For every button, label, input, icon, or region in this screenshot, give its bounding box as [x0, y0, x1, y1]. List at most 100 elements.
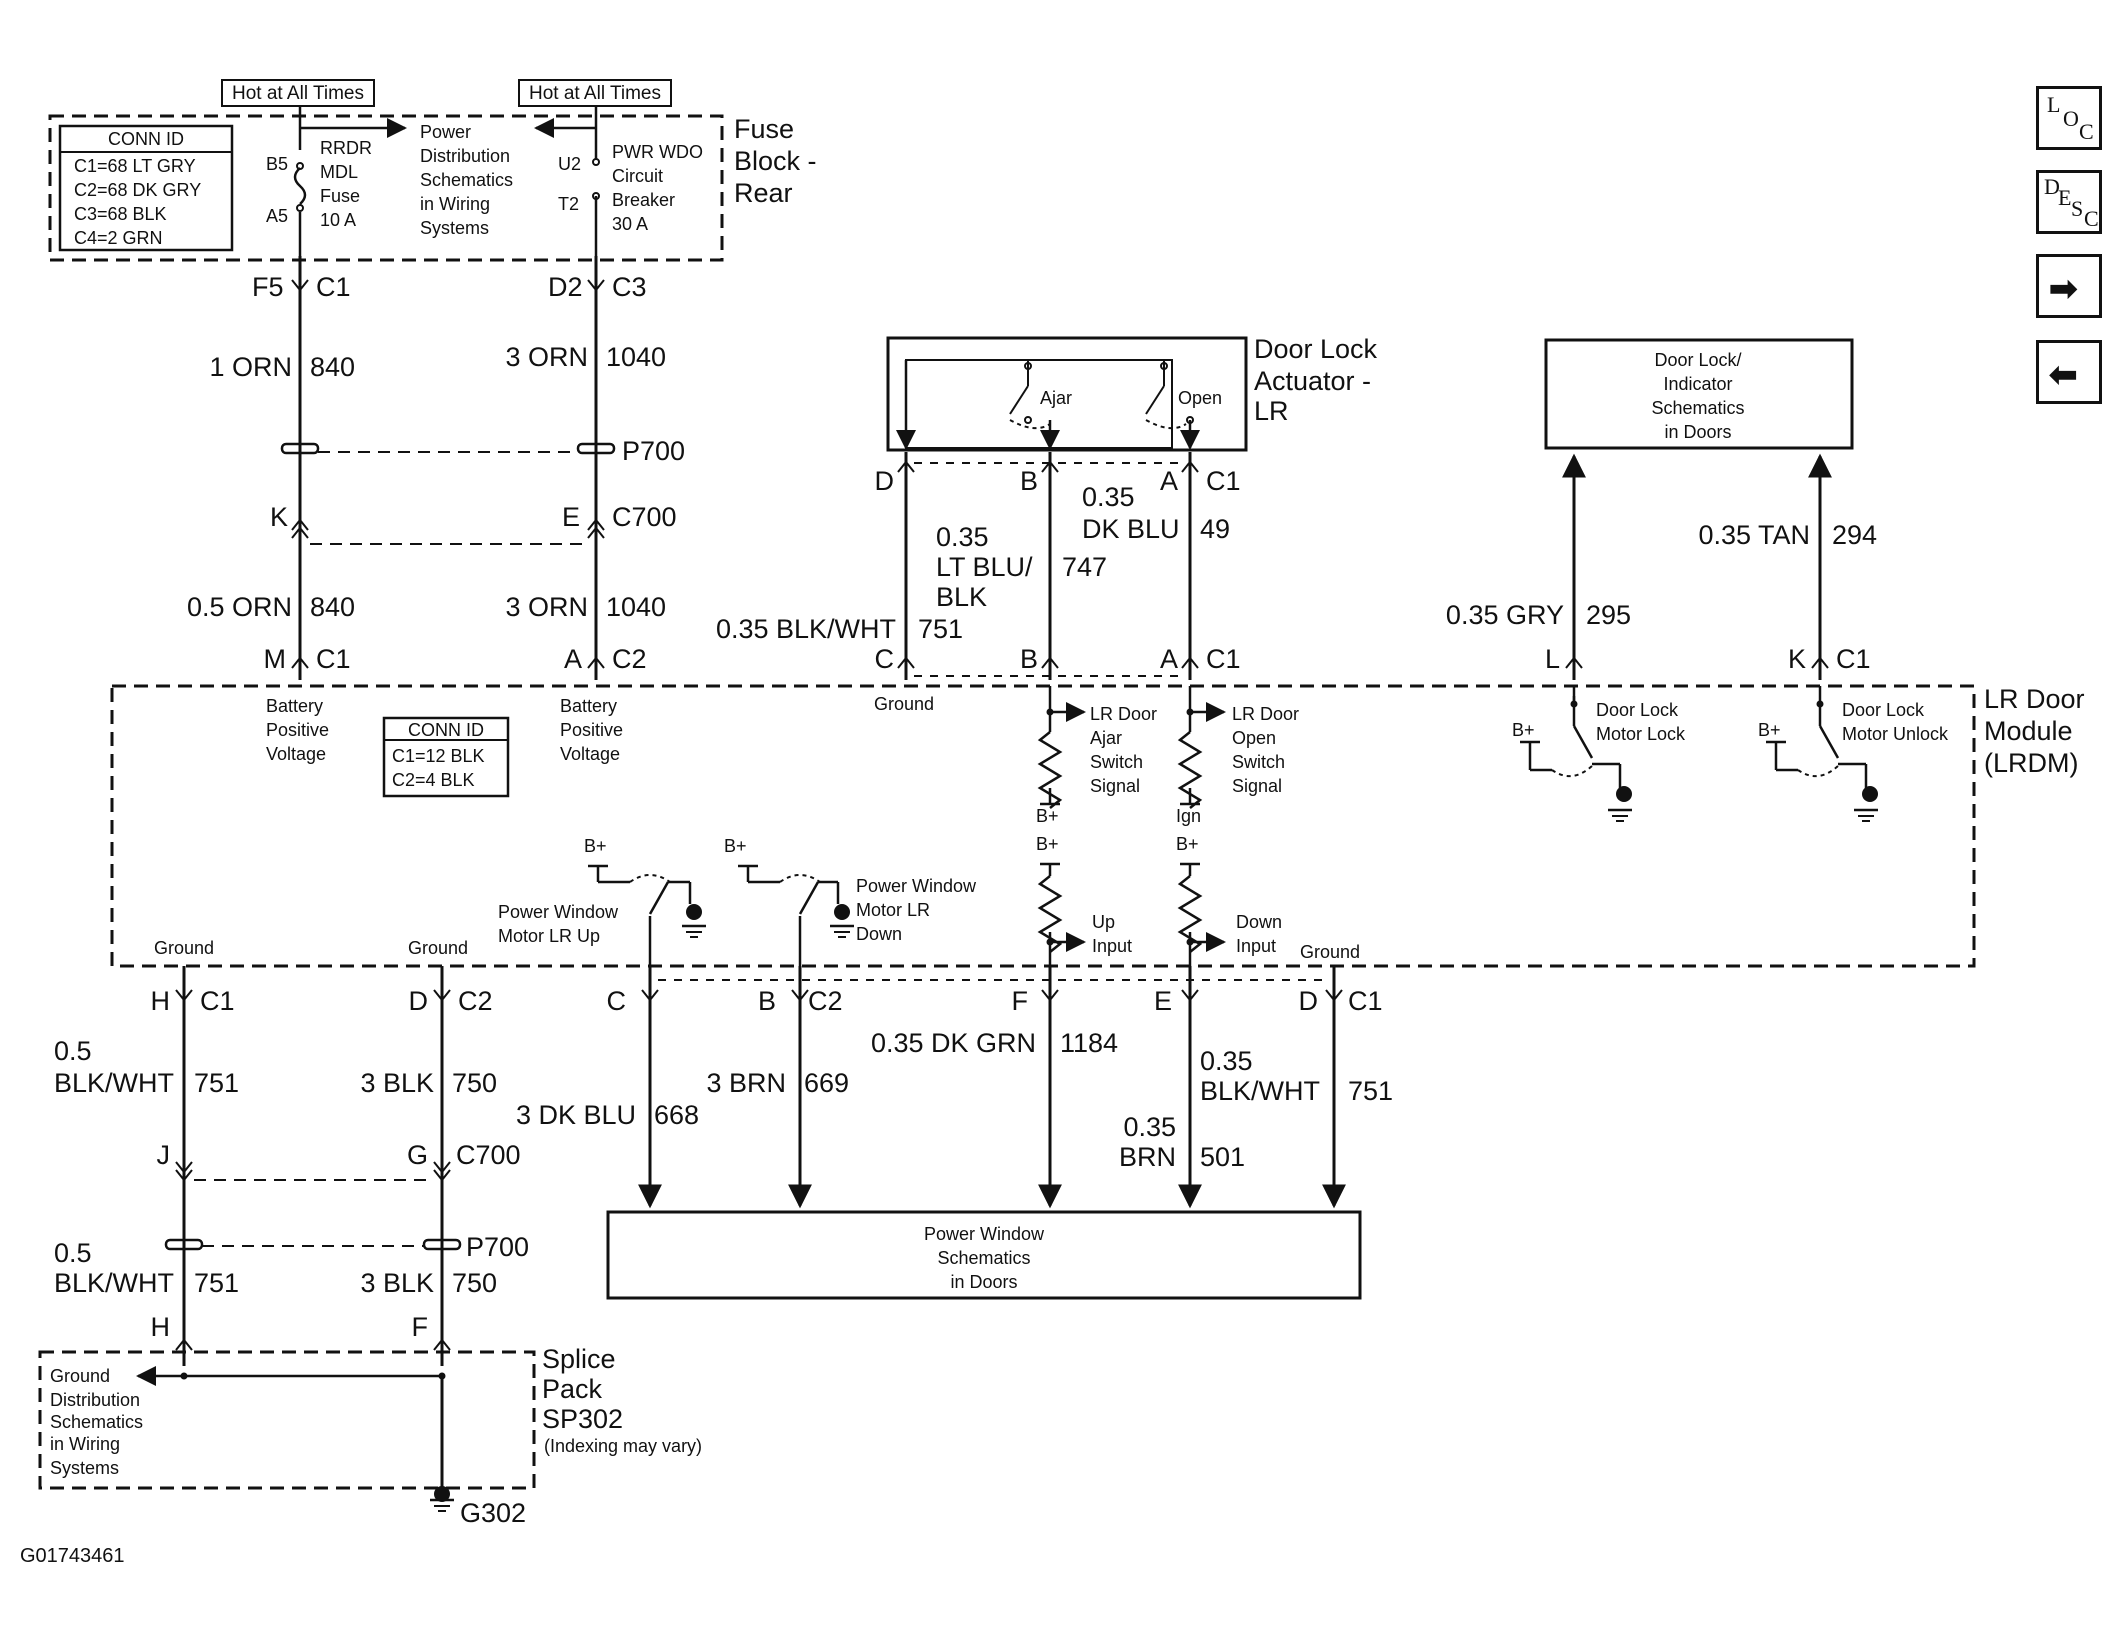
circuit-number: 751 — [918, 614, 963, 644]
power-dist-label: Distribution — [420, 146, 510, 166]
circuit-number: 49 — [1200, 514, 1230, 544]
wire-label: BLK/WHT — [1200, 1076, 1320, 1106]
fuse-pin: U2 — [558, 154, 581, 174]
conn-label: C2 — [458, 986, 493, 1016]
pin-label: F — [1012, 986, 1029, 1016]
figure-id: G01743461 — [20, 1545, 125, 1567]
fuse-conn-id-row: C2=68 DK GRY — [74, 180, 201, 200]
power-dist-label: Schematics — [420, 170, 513, 190]
wire-label: BLK — [936, 582, 987, 612]
splice-pack-note: (Indexing may vary) — [544, 1436, 702, 1456]
pin-label: D — [1299, 986, 1319, 1016]
splice-pack-frame — [38, 1350, 536, 1490]
indicator-label: Schematics — [1651, 398, 1744, 418]
signal-label: Ajar — [1090, 728, 1122, 748]
ground-dist-label: Distribution — [50, 1390, 140, 1410]
circuit-number: 295 — [1586, 600, 1631, 630]
pin-label: B — [758, 986, 776, 1016]
bplus-label: B+ — [1036, 834, 1059, 854]
loc-letter: L — [2047, 92, 2061, 117]
pin-label: H — [151, 986, 171, 1016]
signal-label: Signal — [1090, 776, 1140, 796]
loc-letter: O — [2063, 106, 2079, 131]
pw-up-label: Motor LR Up — [498, 926, 600, 946]
ground-label: G302 — [460, 1498, 526, 1528]
wire-label: 3 BLK — [360, 1268, 434, 1298]
battery-label: Battery — [266, 696, 323, 716]
signal-label: LR Door — [1232, 704, 1299, 724]
indicator-box — [1544, 338, 1854, 450]
circuit-number: 840 — [310, 352, 355, 382]
up-input-label: Input — [1092, 936, 1132, 956]
pin-label: C — [607, 986, 627, 1016]
prev-button[interactable]: ⬅ — [2036, 340, 2102, 404]
actuator-title: Actuator - — [1254, 366, 1371, 396]
circuit-number: 751 — [1348, 1076, 1393, 1106]
circuit-number: 747 — [1062, 552, 1107, 582]
breaker-label: PWR WDO — [612, 142, 703, 162]
circuit-number: 1040 — [606, 592, 666, 622]
pin-label: K — [270, 502, 288, 532]
indicator-label: Door Lock/ — [1654, 350, 1741, 370]
pw-box-label: Power Window — [924, 1224, 1045, 1244]
pin-label: B — [1020, 644, 1038, 674]
pin-label: H — [151, 1312, 171, 1342]
conn-label: C1 — [1836, 644, 1871, 674]
conn-label: C1 — [200, 986, 235, 1016]
breaker-label: Breaker — [612, 190, 675, 210]
module-conn-id-box — [382, 716, 510, 798]
actuator-title: LR — [1254, 396, 1289, 426]
motor-unlock-label: Motor Unlock — [1842, 724, 1949, 744]
pin-label: F5 — [252, 272, 284, 302]
fuse-block-title: Block - — [734, 146, 817, 176]
pin-label: G — [407, 1140, 428, 1170]
actuator-frame — [886, 336, 1248, 452]
pin-label: L — [1545, 644, 1560, 674]
actuator-title: Door Lock — [1254, 334, 1378, 364]
module-conn-id-row: C2=4 BLK — [392, 770, 475, 790]
desc-button[interactable]: D E S C — [2036, 170, 2102, 234]
wire-label: 3 ORN — [505, 342, 588, 372]
conn-label: C1 — [1348, 986, 1383, 1016]
module-title: Module — [1984, 716, 2073, 746]
circuit-number: 751 — [194, 1268, 239, 1298]
ground-label: Ground — [154, 938, 214, 958]
module-frame — [110, 684, 1976, 968]
battery-label: Positive — [560, 720, 623, 740]
circuit-number: 840 — [310, 592, 355, 622]
pin-label: M — [264, 644, 287, 674]
conn-label: C1 — [1206, 644, 1241, 674]
switch-label: Ajar — [1040, 388, 1072, 408]
signal-label: LR Door — [1090, 704, 1157, 724]
wire-label: 3 BRN — [706, 1068, 786, 1098]
down-input-label: Down — [1236, 912, 1282, 932]
pw-box-label: Schematics — [937, 1248, 1030, 1268]
pin-label: A — [1160, 644, 1178, 674]
signal-label: Signal — [1232, 776, 1282, 796]
pin-label: D — [409, 986, 429, 1016]
signal-label: Switch — [1232, 752, 1285, 772]
circuit-number: 668 — [654, 1100, 699, 1130]
pin-label: A — [1160, 466, 1178, 496]
next-button[interactable]: ➡ — [2036, 254, 2102, 318]
arrow-right-icon: ➡ — [2049, 270, 2078, 308]
fuse-pin: T2 — [558, 194, 579, 214]
power-dist-label: Systems — [420, 218, 489, 238]
desc-letter: E — [2058, 185, 2072, 210]
battery-label: Positive — [266, 720, 329, 740]
ground-dist-label: in Wiring — [50, 1434, 120, 1454]
motor-lock-label: Motor Lock — [1596, 724, 1686, 744]
conn-label: C3 — [612, 272, 647, 302]
fuse-conn-id-row: C4=2 GRN — [74, 228, 163, 248]
hot-box-left — [221, 79, 375, 107]
conn-label: C700 — [612, 502, 677, 532]
ground-dist-label: Ground — [50, 1366, 110, 1386]
circuit-number: 294 — [1832, 520, 1877, 550]
splice-pack-title: SP302 — [542, 1404, 623, 1434]
conn-label: C1 — [316, 272, 351, 302]
circuit-number: 1184 — [1060, 1028, 1118, 1058]
desc-letter: D — [2044, 174, 2060, 199]
splice-pack-title: Splice — [542, 1344, 616, 1374]
loc-button[interactable]: L O C — [2036, 86, 2102, 150]
switch-label: Open — [1178, 388, 1222, 408]
